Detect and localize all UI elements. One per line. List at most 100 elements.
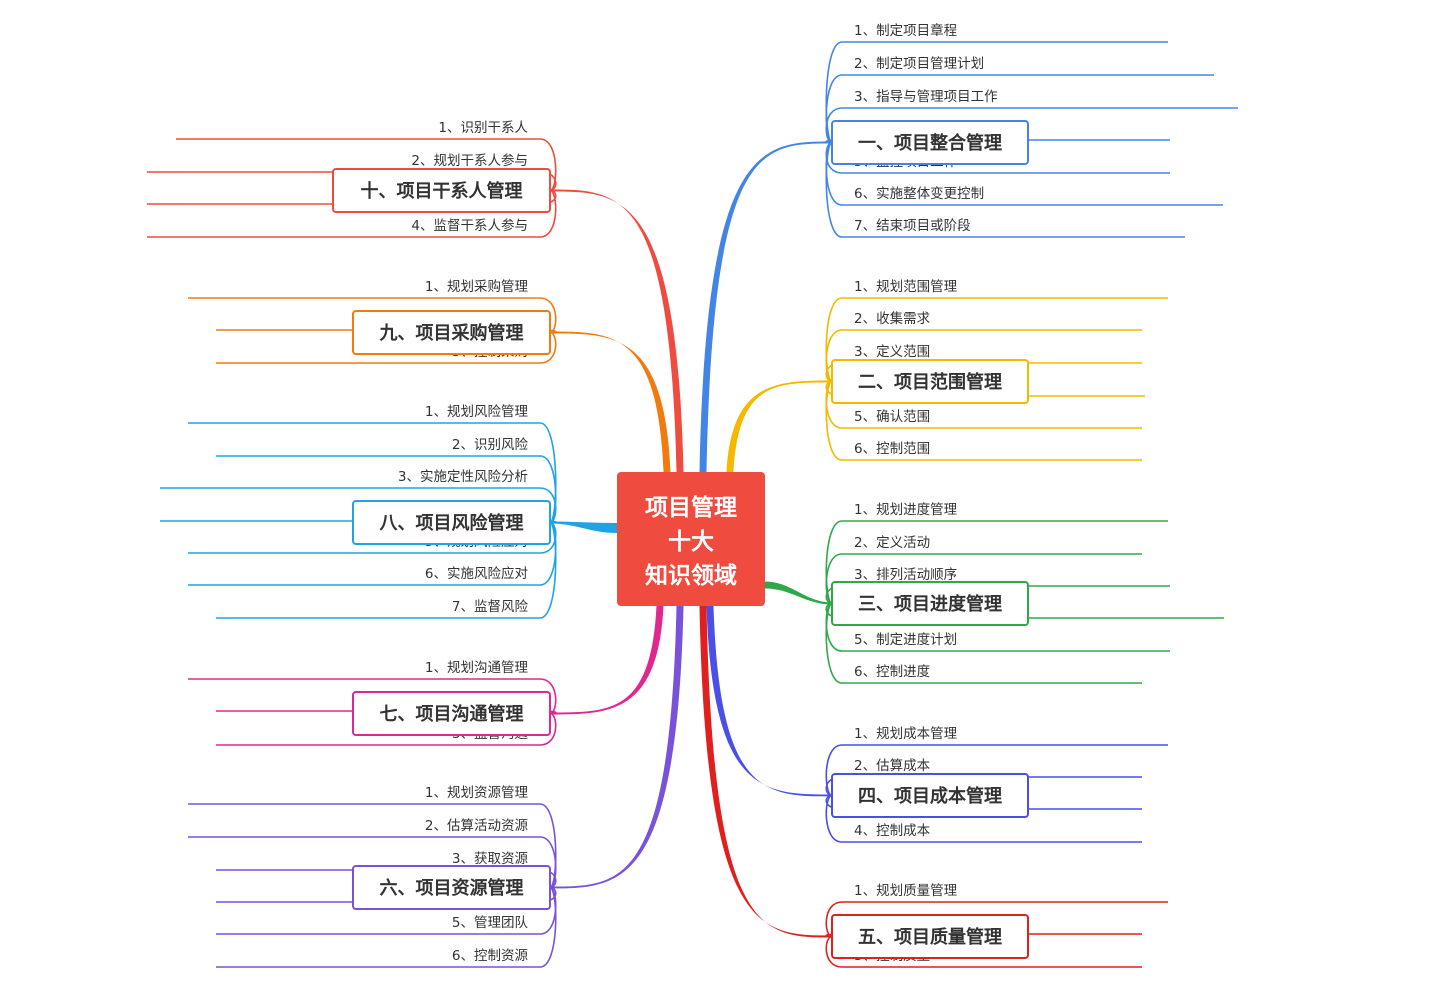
leaf-connector — [825, 141, 843, 238]
leaf-label[interactable]: 7、监督风险 — [452, 599, 529, 615]
branch-connector — [726, 380, 832, 472]
branch-connector — [550, 606, 684, 889]
leaf-label[interactable]: 4、监督干系人参与 — [411, 217, 528, 234]
leaf-label[interactable]: 2、制定项目管理计划 — [854, 56, 984, 72]
leaf-label[interactable]: 2、识别风险 — [452, 437, 529, 453]
branch-nodes: 一、项目整合管理二、项目范围管理三、项目进度管理四、项目成本管理五、项目质量管理… — [332, 120, 1029, 959]
branch-node[interactable]: 十、项目干系人管理 — [332, 168, 551, 213]
leaf-label[interactable]: 6、实施整体变更控制 — [854, 186, 984, 202]
central-topic-line-1: 项目管理 — [645, 494, 737, 521]
branch-connector — [550, 331, 671, 472]
branch-connector — [550, 521, 617, 533]
leaf-label[interactable]: 3、实施定性风险分析 — [398, 469, 528, 485]
branch-connector — [550, 606, 664, 715]
leaf-label[interactable]: 2、收集需求 — [854, 311, 931, 327]
leaf-label[interactable]: 4、控制成本 — [854, 823, 931, 839]
leaf-label[interactable]: 3、指导与管理项目工作 — [854, 89, 998, 105]
branch-node[interactable]: 七、项目沟通管理 — [352, 691, 551, 736]
leaf-label[interactable]: 1、规划沟通管理 — [425, 660, 529, 676]
leaf-label[interactable]: 5、确认范围 — [854, 409, 930, 425]
branch-label: 六、项目资源管理 — [380, 877, 524, 899]
leaf-label[interactable]: 7、结束项目或阶段 — [854, 218, 971, 234]
leaf-connector — [825, 553, 843, 605]
branch-label: 三、项目进度管理 — [858, 593, 1002, 615]
leaf-label[interactable]: 6、控制资源 — [452, 948, 529, 964]
leaf-connector — [539, 331, 557, 364]
leaf-label[interactable]: 1、规划范围管理 — [854, 279, 958, 295]
leaf-connector — [825, 794, 843, 843]
leaf-connector — [825, 901, 843, 938]
leaf-label[interactable]: 1、规划进度管理 — [854, 502, 958, 518]
branch-label: 八、项目风险管理 — [380, 512, 524, 534]
leaf-label[interactable]: 1、规划采购管理 — [425, 279, 529, 295]
leaf-connector — [825, 935, 843, 968]
branch-label: 七、项目沟通管理 — [380, 703, 524, 725]
branch-box — [352, 691, 551, 736]
central-topic[interactable]: 项目管理 十大 知识领域 — [617, 472, 765, 606]
branch-box — [352, 310, 551, 355]
branch-label: 四、项目成本管理 — [858, 785, 1002, 807]
leaf-connector — [539, 712, 557, 746]
central-topic-line-3: 知识领域 — [645, 562, 737, 589]
leaf-label[interactable]: 3、获取资源 — [452, 851, 529, 867]
leaf-label[interactable]: 2、估算成本 — [854, 758, 931, 774]
branch-node[interactable]: 四、项目成本管理 — [831, 773, 1029, 818]
leaf-connector — [825, 744, 843, 797]
connector-lines — [539, 41, 843, 968]
branch-connector — [699, 141, 832, 472]
branch-box — [831, 120, 1029, 165]
leaf-label[interactable]: 2、规划干系人参与 — [411, 152, 528, 169]
leaf-connector — [539, 678, 557, 715]
leaf-label[interactable]: 3、排列活动顺序 — [854, 567, 957, 583]
leaf-connector — [539, 138, 557, 192]
leaf-label[interactable]: 1、制定项目章程 — [854, 22, 957, 39]
leaf-connector — [825, 380, 843, 461]
branch-node[interactable]: 八、项目风险管理 — [352, 500, 551, 545]
branch-label: 二、项目范围管理 — [858, 371, 1002, 393]
branch-node[interactable]: 六、项目资源管理 — [352, 865, 551, 910]
branch-node[interactable]: 九、项目采购管理 — [352, 310, 551, 355]
branch-label: 五、项目质量管理 — [858, 926, 1002, 948]
leaf-connector — [825, 329, 843, 383]
leaf-label[interactable]: 5、制定进度计划 — [854, 632, 957, 648]
branch-box — [831, 359, 1029, 404]
branch-node[interactable]: 三、项目进度管理 — [831, 581, 1029, 626]
branch-connector — [706, 606, 832, 797]
branch-connector — [765, 581, 832, 605]
branch-label: 九、项目采购管理 — [379, 322, 524, 344]
branch-node[interactable]: 五、项目质量管理 — [831, 914, 1029, 959]
branch-connector — [699, 606, 832, 938]
leaf-label[interactable]: 6、实施风险应对 — [425, 565, 528, 582]
leaf-label[interactable]: 1、规划资源管理 — [425, 785, 529, 801]
leaf-connector — [539, 836, 557, 889]
branch-box — [352, 865, 551, 910]
branch-box — [352, 500, 551, 545]
leaf-label[interactable]: 2、定义活动 — [854, 535, 930, 551]
leaf-connector — [825, 602, 843, 684]
leaf-label[interactable]: 6、控制范围 — [854, 441, 930, 457]
leaf-connector — [539, 189, 557, 238]
branch-box — [831, 581, 1029, 626]
leaf-label[interactable]: 1、规划质量管理 — [854, 883, 958, 899]
leaf-label[interactable]: 1、规划成本管理 — [854, 726, 958, 742]
branch-label: 十、项目干系人管理 — [361, 180, 523, 202]
leaf-connector — [825, 107, 843, 144]
central-topic-line-2: 十大 — [668, 529, 714, 555]
branch-node[interactable]: 一、项目整合管理 — [831, 120, 1029, 165]
branch-box — [831, 773, 1029, 818]
leaf-connector — [539, 297, 557, 334]
branch-box — [831, 914, 1029, 959]
leaf-label[interactable]: 2、估算活动资源 — [425, 818, 529, 834]
leaf-label[interactable]: 3、定义范围 — [854, 344, 930, 360]
leaf-connector — [539, 521, 557, 619]
leaf-label[interactable]: 1、识别干系人 — [438, 120, 528, 136]
branch-label: 一、项目整合管理 — [858, 132, 1002, 154]
leaf-label[interactable]: 1、规划风险管理 — [425, 404, 529, 420]
branch-box — [332, 168, 551, 213]
leaf-label[interactable]: 6、控制进度 — [854, 664, 930, 680]
central-topic-box — [617, 472, 765, 606]
branch-node[interactable]: 二、项目范围管理 — [831, 359, 1029, 404]
leaf-label[interactable]: 5、管理团队 — [452, 915, 529, 931]
leaf-connector — [539, 886, 557, 968]
